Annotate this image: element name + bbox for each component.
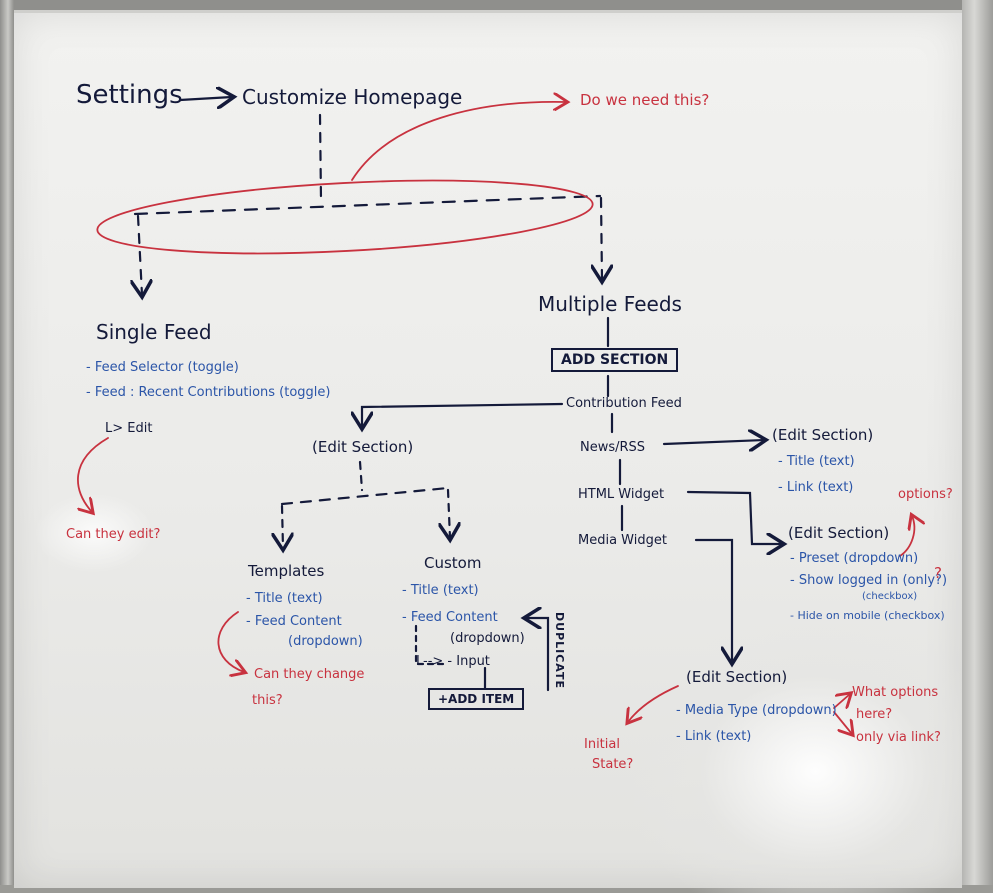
arrow-settings-customize bbox=[178, 97, 232, 100]
single-feed-item-2: - Feed : Recent Contributions (toggle) bbox=[86, 385, 331, 400]
custom-item-3: (dropdown) bbox=[450, 631, 525, 646]
dash-to-templates bbox=[282, 504, 283, 548]
news-item-1: - Title (text) bbox=[778, 454, 855, 469]
whiteboard-side-rail bbox=[962, 0, 993, 885]
only-via-link-note: only via link? bbox=[856, 730, 941, 745]
red-ellipse bbox=[96, 179, 594, 255]
settings-label: Settings bbox=[76, 80, 183, 110]
html-widget-label: HTML Widget bbox=[578, 487, 665, 502]
single-feed-title: Single Feed bbox=[96, 320, 212, 344]
custom-item-4: L--> - Input bbox=[416, 654, 490, 669]
can-they-edit-note: Can they edit? bbox=[66, 527, 161, 542]
whiteboard bbox=[14, 10, 964, 893]
dash-to-custom bbox=[448, 488, 450, 538]
window-reflection bbox=[634, 623, 964, 893]
do-we-need-this-note: Do we need this? bbox=[580, 91, 710, 109]
html-item-3: (checkbox) bbox=[862, 591, 918, 602]
news-rss-label: News/RSS bbox=[580, 440, 646, 455]
edit-section-contrib-title: (Edit Section) bbox=[312, 438, 414, 456]
curve-initial bbox=[628, 685, 679, 722]
curve-do-we-need bbox=[351, 102, 566, 181]
what-options-note: What options bbox=[852, 685, 939, 700]
custom-title: Custom bbox=[424, 554, 482, 572]
duplicate-label: DUPLICATE bbox=[553, 612, 566, 689]
single-feed-edit: L> Edit bbox=[105, 421, 153, 436]
templates-title: Templates bbox=[248, 562, 325, 580]
dash-to-single bbox=[138, 214, 142, 295]
html-item-2: - Show logged in (only?) bbox=[790, 573, 948, 588]
edit-section-news-title: (Edit Section) bbox=[772, 426, 874, 444]
curve-can-change bbox=[217, 611, 244, 672]
dash-edit-split bbox=[358, 460, 364, 492]
html-item-4: - Hide on mobile (checkbox) bbox=[790, 609, 945, 622]
arrow-what-options bbox=[833, 694, 850, 708]
what-options-note-2: here? bbox=[856, 707, 893, 722]
custom-item-2: - Feed Content bbox=[402, 610, 498, 625]
dash-to-multiple bbox=[601, 196, 602, 280]
arrow-contrib-edit bbox=[362, 402, 564, 427]
templates-item-3: (dropdown) bbox=[288, 634, 363, 649]
can-they-change-note-2: this? bbox=[252, 693, 283, 708]
contribution-feed-label: Contribution Feed bbox=[566, 396, 682, 411]
media-item-1: - Media Type (dropdown) bbox=[676, 703, 837, 718]
templates-item-2: - Feed Content bbox=[246, 614, 342, 629]
dash-input-bracket bbox=[414, 624, 448, 666]
duplicate-bracket bbox=[526, 618, 550, 692]
dash-split-horizontal bbox=[280, 486, 450, 506]
news-item-2: - Link (text) bbox=[778, 480, 854, 495]
options-note: options? bbox=[898, 487, 953, 502]
dash-customize-down bbox=[318, 113, 323, 202]
can-they-change-note: Can they change bbox=[254, 667, 365, 682]
html-item-1: - Preset (dropdown) bbox=[790, 551, 919, 566]
curve-options bbox=[899, 516, 914, 557]
edit-section-media-title: (Edit Section) bbox=[686, 668, 788, 686]
templates-item-1: - Title (text) bbox=[246, 591, 323, 606]
media-widget-label: Media Widget bbox=[578, 533, 667, 548]
edit-section-html-title: (Edit Section) bbox=[788, 524, 890, 542]
custom-item-1: - Title (text) bbox=[402, 583, 479, 598]
media-item-2: - Link (text) bbox=[676, 729, 752, 744]
initial-state-note-2: State? bbox=[592, 757, 634, 772]
curve-can-edit bbox=[78, 437, 109, 512]
arrow-media-edit bbox=[694, 538, 732, 662]
arrow-html-edit bbox=[686, 490, 782, 544]
single-feed-item-1: - Feed Selector (toggle) bbox=[86, 360, 239, 375]
multiple-feeds-title: Multiple Feeds bbox=[538, 292, 682, 316]
customize-homepage-label: Customize Homepage bbox=[242, 85, 463, 109]
initial-state-note: Initial bbox=[584, 737, 620, 752]
arrow-only-link bbox=[833, 711, 852, 734]
arrow-news-edit bbox=[662, 440, 764, 444]
add-item-box: +ADD ITEM bbox=[428, 688, 525, 710]
add-section-box: ADD SECTION bbox=[551, 348, 679, 372]
html-question-mark: ? bbox=[934, 564, 942, 582]
dash-branch-horizontal bbox=[133, 194, 602, 216]
